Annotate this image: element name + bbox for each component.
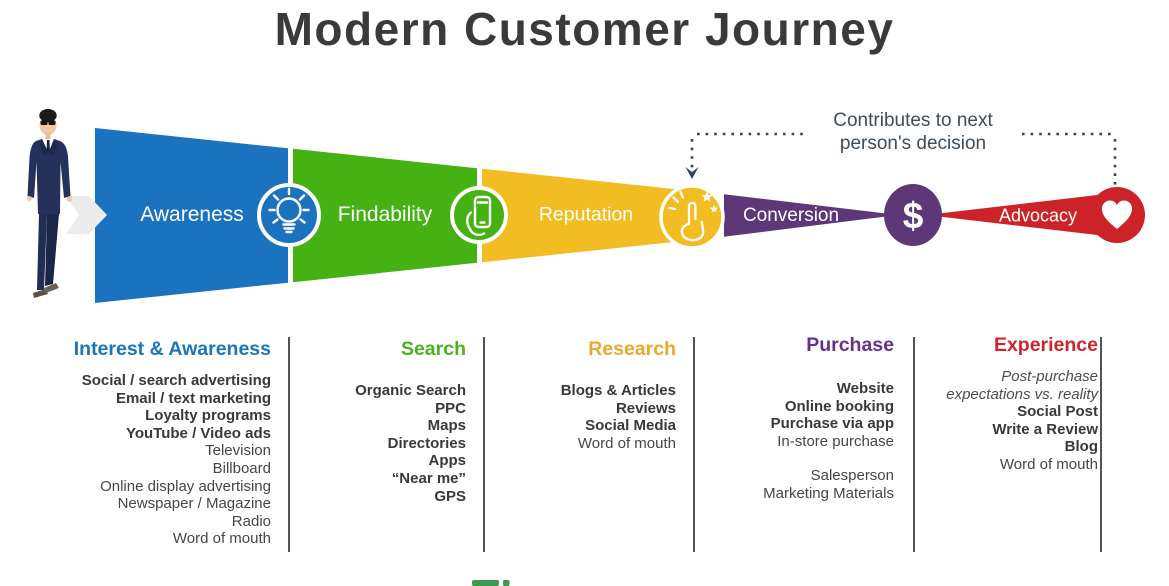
list-item: Television: [205, 442, 271, 460]
column-header: Purchase: [806, 334, 894, 356]
partial-logo: [472, 580, 510, 586]
list-item: Purchase via app: [770, 415, 894, 433]
reputation-circle: [659, 184, 725, 250]
stage-label-findability: Findability: [337, 203, 433, 226]
list-item: Salesperson: [810, 467, 894, 485]
dotted-connector-left: [690, 132, 806, 168]
list-item: Reviews: [615, 399, 676, 417]
list-item: Post-purchase: [1001, 368, 1098, 385]
column-interest-awareness: Interest & Awareness Social / search adv…: [1, 338, 271, 548]
list-item: Website: [836, 380, 894, 397]
list-item: Apps: [428, 452, 467, 470]
dotted-connector-right: [1022, 132, 1117, 185]
column-header: Interest & Awareness: [73, 338, 271, 360]
list-item: Organic Search: [355, 382, 466, 399]
column-divider: [288, 337, 290, 552]
stage-shape-conversion: [724, 194, 884, 237]
column-header: Research: [588, 338, 676, 360]
stage-shape-awareness: [95, 128, 288, 303]
list-item: Billboard: [212, 459, 271, 477]
list-item: Word of mouth: [999, 455, 1098, 473]
column-header: Search: [400, 338, 466, 360]
list-item: “Near me”: [391, 469, 466, 487]
column-divider: [1100, 337, 1102, 552]
conversion-circle: [884, 184, 942, 246]
phone-in-hand-icon: [466, 195, 492, 237]
stage-label-advocacy: Advocacy: [998, 205, 1078, 226]
heart-icon: [1102, 200, 1132, 229]
list-item: Radio: [231, 512, 271, 530]
list-item: Social Post: [1017, 403, 1098, 421]
stage-shape-findability: [293, 148, 477, 283]
findability-circle: [450, 186, 508, 244]
list-item: Loyalty programs: [145, 407, 271, 425]
list-item: Social / search advertising: [81, 372, 271, 389]
awareness-circle: [257, 183, 321, 247]
list-item: Online display advertising: [100, 477, 271, 495]
annotation-line1: Contributes to next: [833, 110, 993, 131]
stage-shape-reputation: [482, 168, 700, 263]
annotation-line2: person's decision: [839, 132, 987, 154]
list-item: GPS: [434, 487, 466, 505]
list-item: Newspaper / Magazine: [117, 495, 271, 513]
list-item: Email / text marketing: [115, 389, 271, 407]
stage-label-reputation: Reputation: [538, 203, 634, 226]
list-item: Online booking: [784, 397, 894, 415]
list-item: In-store purchase: [777, 432, 894, 450]
list-item: Blog: [1064, 438, 1098, 456]
list-item: expectations vs. reality: [946, 385, 1098, 403]
page-title: Modern Customer Journey: [274, 3, 895, 55]
dollar-icon: $: [903, 195, 924, 236]
stage-label-conversion: Conversion: [742, 205, 840, 226]
list-item: Word of mouth: [577, 434, 676, 452]
list-item: YouTube / Video ads: [125, 424, 271, 442]
list-item: Directories: [387, 434, 466, 452]
lightbulb-icon: [268, 187, 310, 234]
column-divider: [913, 337, 915, 552]
list-item: Social Media: [585, 417, 676, 435]
list-item: Maps: [427, 417, 466, 435]
entry-arrow-icon: [66, 196, 107, 234]
column-divider: [483, 337, 485, 552]
list-item: PPC: [435, 399, 466, 417]
man-illustration: [27, 109, 73, 298]
column-header: Experience: [993, 334, 1098, 356]
list-item: Word of mouth: [172, 530, 271, 548]
click-with-stars-icon: [668, 190, 719, 242]
list-item: Blogs & Articles: [560, 382, 676, 399]
arrowhead-down-icon: [685, 167, 699, 179]
column-divider: [693, 337, 695, 552]
stage-shape-advocacy: [941, 193, 1110, 237]
list-item: Marketing Materials: [763, 484, 894, 502]
stage-label-awareness: Awareness: [140, 203, 244, 226]
list-item: Write a Review: [992, 420, 1098, 438]
annotation-text: Contributes to next person's decision: [833, 110, 992, 155]
